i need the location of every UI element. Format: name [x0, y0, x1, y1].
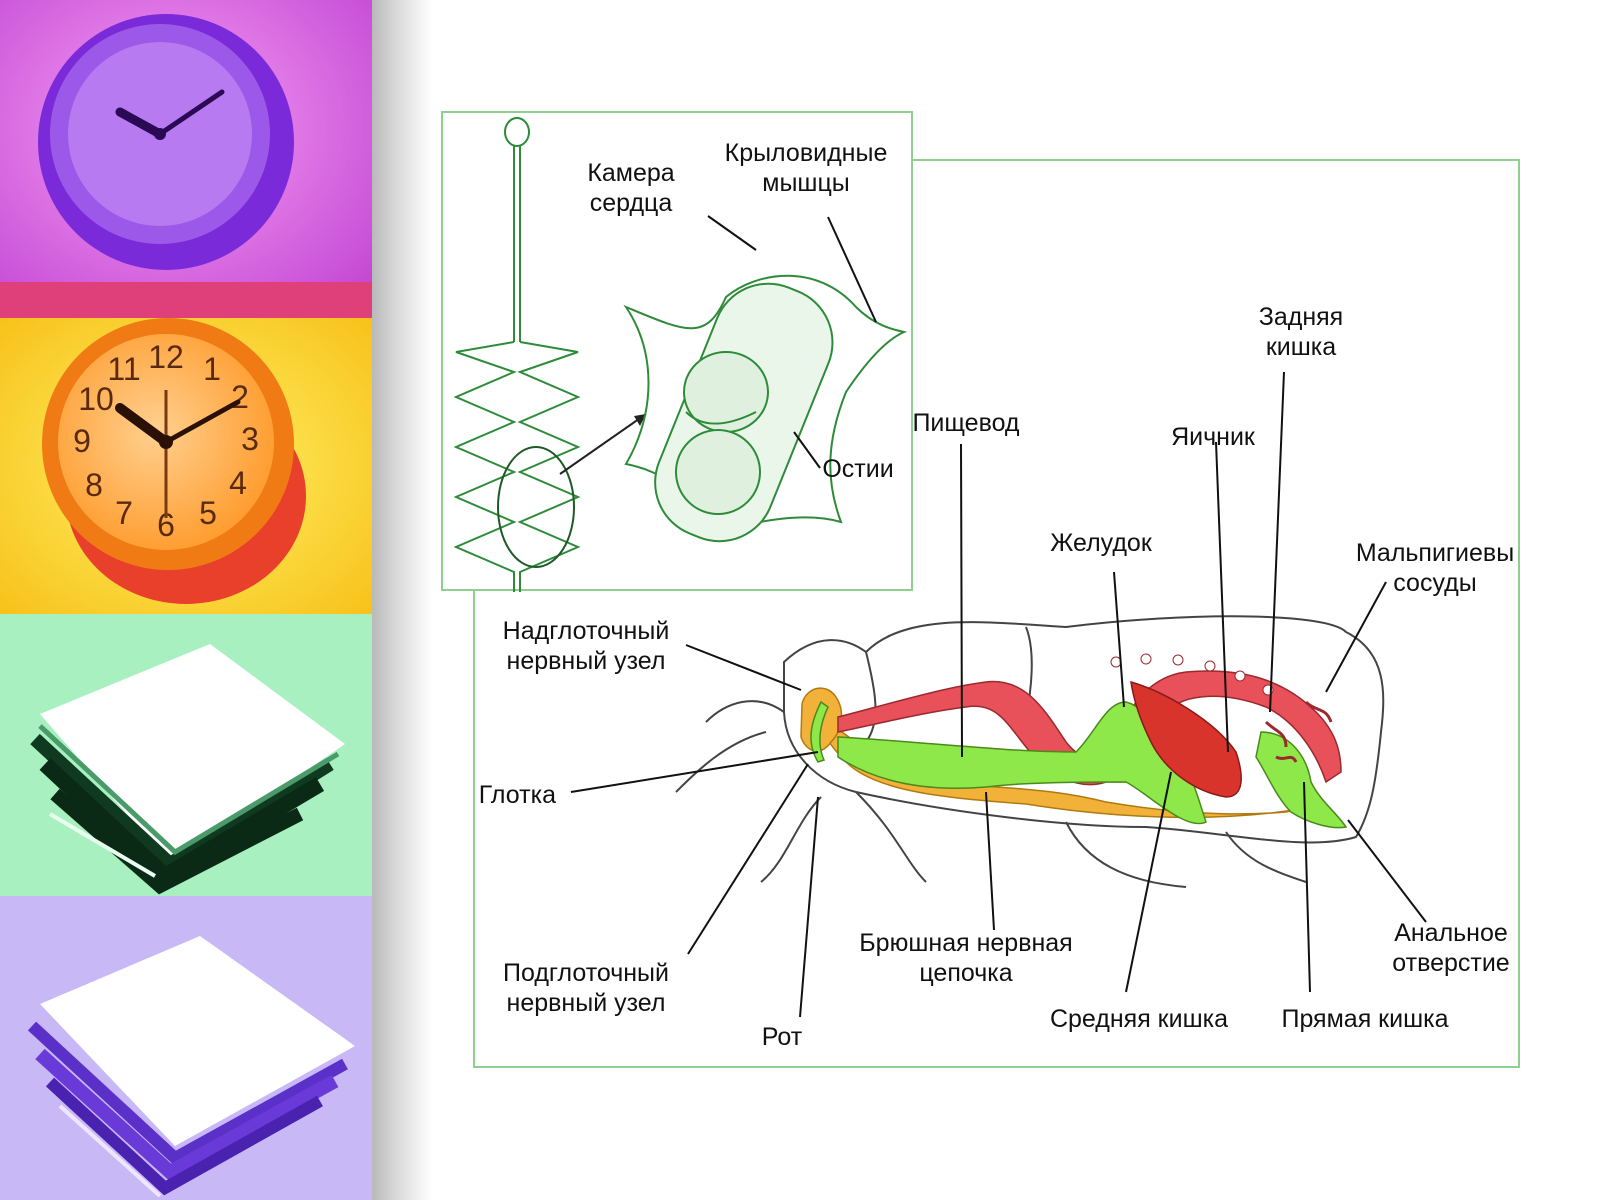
heart-inset-frame [441, 111, 913, 591]
label-rectum: Прямая кишка [1281, 1005, 1449, 1033]
svg-text:9: 9 [73, 423, 91, 459]
esophagus-red [837, 670, 1342, 786]
insect-anatomy-diagram: Камера сердца Крыловидные мышцы Остии За… [426, 92, 1546, 1092]
rectum-green [1255, 731, 1348, 829]
label-anal-opening: Анальное отверстие [1392, 919, 1510, 977]
ovary-red [1130, 680, 1242, 798]
label-wing-muscles: Крыловидные мышцы [724, 139, 888, 197]
label-ventral-nerve-chain: Брюшная нервная цепочка [859, 929, 1073, 987]
paper-photo-green [0, 614, 372, 896]
label-supraesophageal-ganglion: Надглоточный нервный узел [502, 617, 670, 675]
svg-text:12: 12 [148, 339, 184, 375]
label-hindgut: Задняя кишка [1258, 303, 1344, 361]
pharynx-green [810, 700, 829, 763]
heart-chamber-detail [623, 274, 908, 543]
zoom-arrow [559, 413, 647, 475]
paper-stack-icon [30, 644, 345, 895]
svg-text:2: 2 [231, 379, 249, 415]
svg-text:8: 8 [85, 467, 103, 503]
label-pharynx: Глотка [478, 781, 556, 809]
paper-stack-icon [27, 936, 355, 1198]
label-esophagus: Пищевод [912, 409, 1020, 437]
leader-lines [570, 215, 1427, 1018]
label-ovary: Яичник [1171, 423, 1255, 451]
svg-text:7: 7 [115, 495, 133, 531]
malpighian-tubules [1264, 700, 1333, 763]
svg-text:4: 4 [229, 465, 247, 501]
svg-text:1: 1 [203, 351, 221, 387]
label-mouth: Рот [761, 1023, 803, 1051]
svg-text:6: 6 [157, 507, 175, 543]
dorsal-vessel [453, 117, 581, 592]
wall-clock-icon [38, 14, 294, 270]
label-midgut: Средняя кишка [1049, 1005, 1229, 1033]
label-malpighian-vessels: Мальпигиевы сосуды [1355, 539, 1515, 597]
label-subesophageal-ganglion: Подглоточный нервный узел [503, 959, 669, 1017]
panel-stripe [0, 282, 372, 318]
svg-text:11: 11 [107, 351, 140, 387]
svg-text:5: 5 [199, 495, 217, 531]
paper-photo-violet [0, 896, 372, 1200]
stomach-green [837, 701, 1207, 825]
svg-text:10: 10 [78, 381, 114, 417]
label-stomach: Желудок [1050, 529, 1152, 557]
svg-text:3: 3 [241, 421, 259, 457]
label-ostia: Остии [822, 455, 894, 483]
clock-photo-magenta [0, 0, 372, 318]
label-heart-chamber: Камера сердца [587, 159, 675, 217]
body-frame [473, 159, 1520, 1068]
slide-edge-shadow [372, 0, 432, 1200]
